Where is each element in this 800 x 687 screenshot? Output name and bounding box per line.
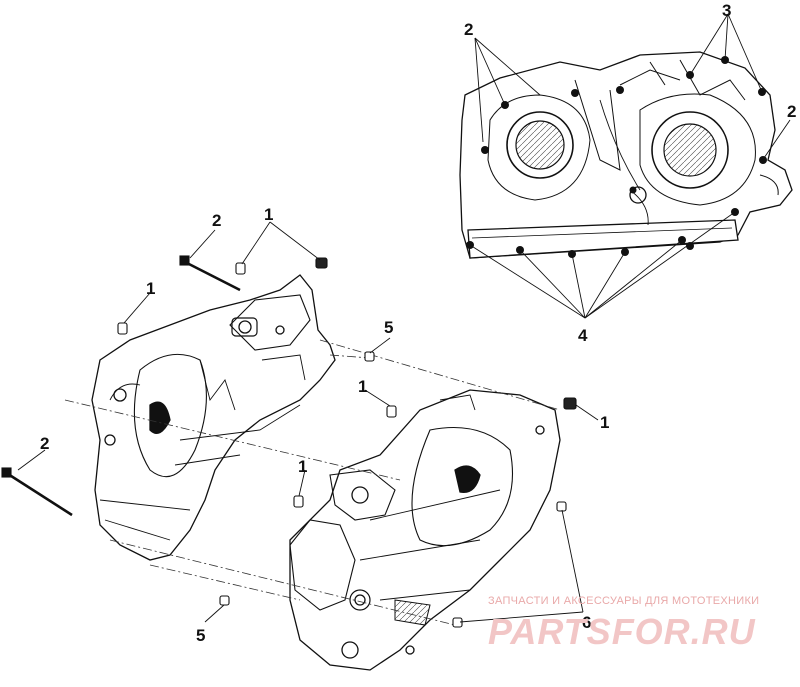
seal-ring [364, 351, 375, 362]
callout-pin-upper-1: 1 [264, 205, 273, 224]
watermark-tagline: ЗАПЧАСТИ И АКСЕССУАРЫ ДЛЯ МОТОТЕХНИКИ [488, 595, 759, 607]
left-crankcase-half [91, 274, 336, 561]
callout-seal-lower-5: 5 [196, 626, 205, 645]
callout-bolt-upper-2: 2 [212, 211, 221, 230]
leader-lines [17, 13, 791, 623]
long-bolt-upper [179, 255, 241, 292]
callout-bolt-lower-2: 2 [40, 434, 49, 453]
right-crankcase-half [289, 389, 561, 671]
callout-seal-6: 6 [582, 613, 591, 632]
callout-inset-2-left: 2 [464, 20, 473, 39]
watermark-logo: PARTSFOR.RU [488, 611, 756, 652]
dowel-pin [293, 495, 304, 508]
nut [563, 397, 577, 410]
dowel-pin [386, 405, 397, 418]
loose-parts [1, 255, 577, 628]
nut [315, 257, 328, 269]
callout-inset-3: 3 [722, 1, 731, 20]
callout-seal-upper-5: 5 [384, 318, 393, 337]
seal-ring [556, 501, 567, 512]
callout-labels: 2 3 2 4 2 1 1 5 1 1 2 1 6 5 [40, 1, 796, 645]
long-bolt-lower [1, 467, 73, 517]
callout-nut-right-1: 1 [600, 413, 609, 432]
callout-pin-lower-1: 1 [298, 457, 307, 476]
inset-assembled-crankcase [459, 51, 793, 259]
watermark: ЗАПЧАСТИ И АКСЕССУАРЫ ДЛЯ МОТОТЕХНИКИ PA… [488, 595, 759, 652]
alignment-lines [64, 339, 561, 626]
dowel-pin [117, 322, 128, 335]
seal-ring [452, 617, 463, 628]
callout-pin-middle-1: 1 [358, 377, 367, 396]
seal-ring [219, 595, 230, 606]
callout-inset-4: 4 [578, 326, 588, 345]
callout-pin-left-1: 1 [146, 279, 155, 298]
callout-inset-2-right: 2 [787, 102, 796, 121]
dowel-pin [235, 262, 246, 275]
